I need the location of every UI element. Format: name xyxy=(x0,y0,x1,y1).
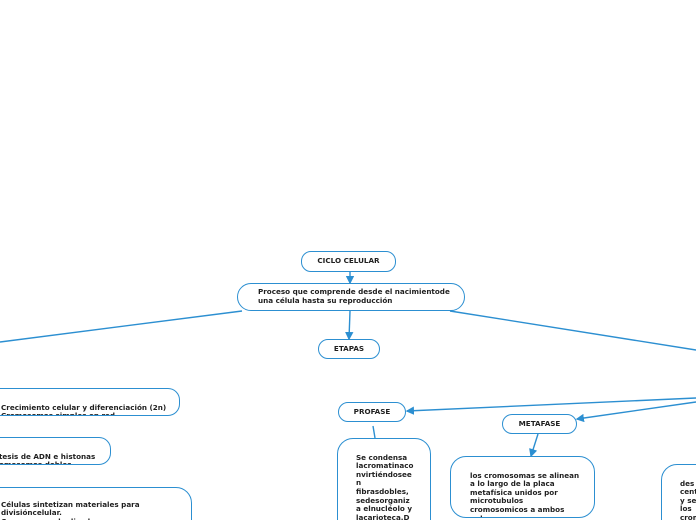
link-proceso-left-branch xyxy=(0,310,243,343)
node-label: METAFASE xyxy=(518,418,561,428)
node-etapas[interactable]: ETAPAS xyxy=(318,339,380,359)
node-g1[interactable]: Crecimiento celular y diferenciación (2n… xyxy=(0,388,180,416)
node-ciclo-celular[interactable]: CICLO CELULAR xyxy=(301,251,396,272)
node-profase-desc[interactable]: Se condensa lacromatinaco nvirtiéndosee … xyxy=(337,438,431,520)
node-label: PROFASE xyxy=(353,406,391,416)
link-metafase-desc xyxy=(529,433,539,458)
link-profase-desc xyxy=(372,425,376,439)
node-metafase-desc[interactable]: los cromosomas se alinean a lo largo de … xyxy=(450,456,595,518)
link-proceso-etapas xyxy=(345,310,354,341)
node-g2[interactable]: Células sintetizan materiales para divis… xyxy=(0,487,192,520)
node-label: CICLO CELULAR xyxy=(317,256,380,266)
node-s[interactable]: tesis de ADN e histonas omosomas dobles xyxy=(0,437,111,465)
node-label: Proceso que comprende desde el nacimient… xyxy=(258,287,450,305)
node-label: des cent y se los crom los xyxy=(680,478,696,520)
node-label: ETAPAS xyxy=(333,343,365,353)
node-label: tesis de ADN e histonas omosomas dobles xyxy=(0,451,96,465)
link-right-metafase xyxy=(575,401,696,423)
link-right-profase xyxy=(405,397,696,415)
node-label: los cromosomas se alinean a lo largo de … xyxy=(470,470,580,517)
link-proceso-right-branch xyxy=(449,310,696,351)
node-label: Células sintetizan materiales para divis… xyxy=(1,499,140,520)
node-label: Crecimiento celular y diferenciación (2n… xyxy=(1,402,167,416)
node-metafase[interactable]: METAFASE xyxy=(502,414,577,434)
node-label: Se condensa lacromatinaco nvirtiéndosee … xyxy=(356,452,414,520)
node-profase[interactable]: PROFASE xyxy=(338,402,406,422)
node-proceso[interactable]: Proceso que comprende desde el nacimient… xyxy=(237,283,465,311)
node-anafase-desc[interactable]: des cent y se los crom los xyxy=(661,464,696,520)
